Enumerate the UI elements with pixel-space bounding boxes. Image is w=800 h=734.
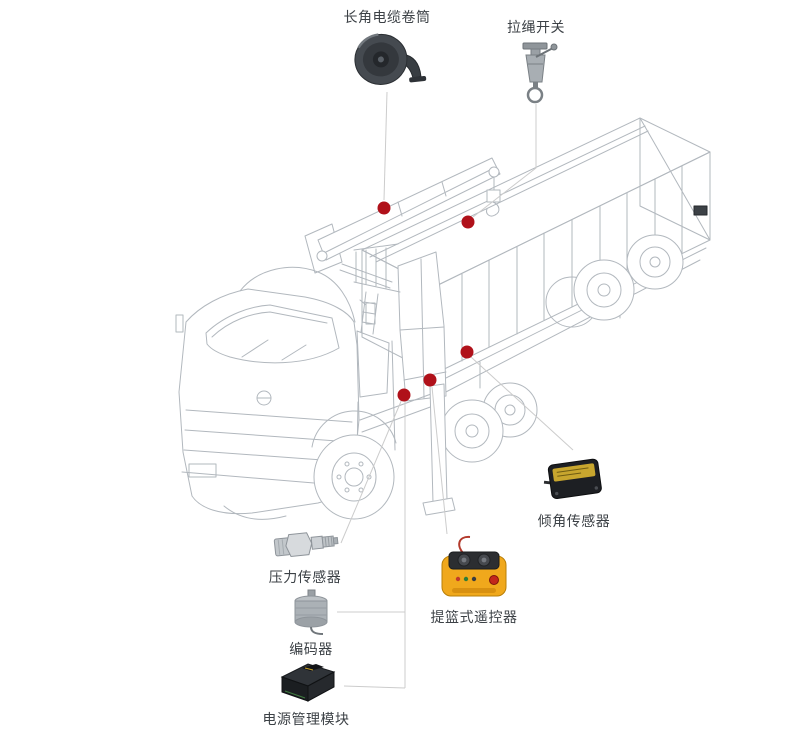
pull-rope-switch-icon — [522, 42, 558, 104]
windshield — [205, 304, 340, 364]
marker-crane-base-upper — [423, 373, 437, 387]
right-mirror — [365, 302, 376, 325]
encoder-icon — [294, 589, 328, 635]
encoder-label: 编码器 — [289, 641, 333, 657]
callout-cable-reel: 长角电缆卷筒 — [332, 8, 442, 92]
tractor-wheels — [359, 382, 538, 463]
callout-pull-rope-switch: 拉绳开关 — [484, 18, 588, 104]
connector-power-module — [343, 685, 406, 689]
pressure-sensor-label: 压力传感器 — [268, 569, 342, 585]
headlight-left — [188, 463, 217, 478]
marker-boom-tip — [461, 215, 475, 229]
crane-hook — [486, 201, 500, 217]
tilt-sensor-label: 倾角传感器 — [537, 513, 611, 529]
trailer-wheels — [545, 234, 684, 328]
side-window — [356, 330, 390, 398]
cable-reel-label: 长角电缆卷筒 — [343, 9, 431, 25]
callout-tilt-sensor: 倾角传感器 — [520, 450, 628, 530]
basket-remote-label: 提篮式遥控器 — [430, 609, 518, 625]
callout-encoder: 编码器 — [259, 588, 363, 658]
callout-pressure-sensor: 压力传感器 — [250, 524, 360, 586]
front-wheel — [223, 410, 397, 520]
marker-boom — [377, 201, 391, 215]
crane — [304, 157, 501, 402]
marker-chassis-side — [460, 345, 474, 359]
connector-remote — [431, 386, 448, 535]
connector-pull-switch — [472, 104, 537, 218]
taillight — [693, 205, 708, 216]
power-module-icon — [280, 663, 336, 702]
basket-remote-icon — [441, 535, 507, 597]
callout-power-module: 电源管理模块 — [248, 658, 364, 728]
connector-cable-reel — [383, 91, 388, 201]
connector-tilt-sensor — [470, 356, 574, 451]
cable-reel-icon — [354, 33, 427, 85]
callout-basket-remote: 提篮式遥控器 — [414, 532, 534, 626]
pull-rope-switch-label: 拉绳开关 — [507, 19, 565, 35]
left-mirror — [175, 314, 184, 333]
tilt-sensor-icon — [543, 458, 602, 500]
pressure-sensor-icon — [273, 532, 339, 558]
marker-crane-base-lower — [397, 388, 411, 402]
power-module-label: 电源管理模块 — [262, 711, 350, 727]
crane-platform-rail — [353, 243, 401, 293]
connector-pressure-sensor — [340, 398, 403, 544]
